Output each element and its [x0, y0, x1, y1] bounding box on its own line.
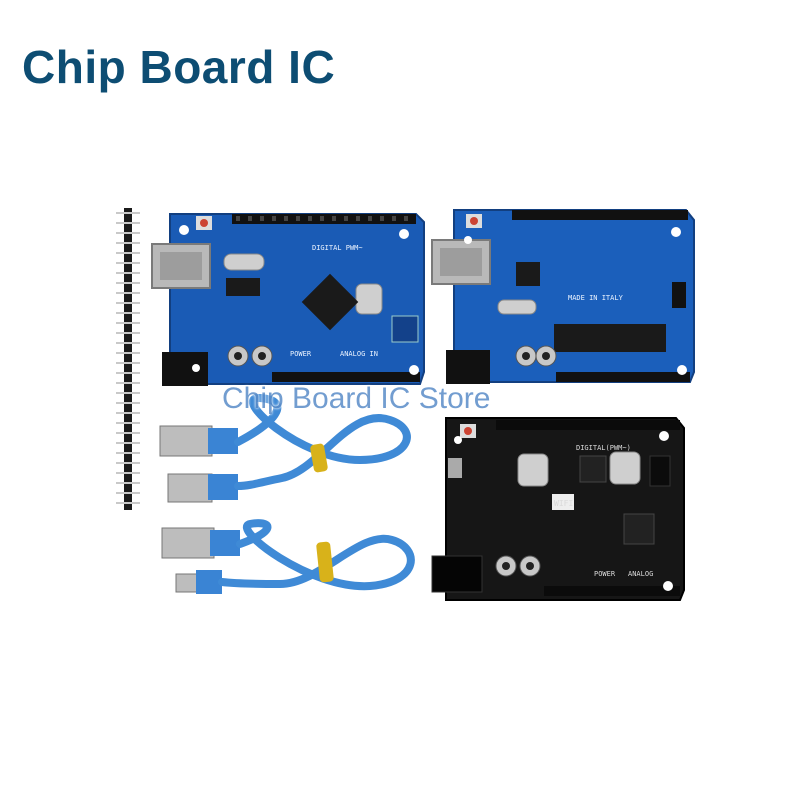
board-black-analog-label: ANALOG	[628, 570, 653, 578]
black-wifi-board: DIGITAL(PWM~) WIFI POWER ANALOG	[431, 417, 685, 601]
store-watermark: Chip Board IC Store	[222, 382, 491, 415]
board-black-power-label: POWER	[594, 570, 616, 578]
board-left-top-label: DIGITAL PWM~	[312, 244, 363, 252]
board-left-power-label: POWER	[290, 350, 312, 358]
usb-cable-1	[159, 394, 411, 503]
page-title: Chip Board IC	[22, 41, 336, 93]
blue-board-left: DIGITAL PWM~ POWER ANALOG IN	[151, 213, 425, 386]
board-black-top-label: DIGITAL(PWM~)	[576, 444, 631, 452]
blue-board-right: MADE IN ITALY	[431, 209, 695, 384]
usb-cable-2	[161, 519, 415, 594]
board-left-analog-label: ANALOG IN	[340, 350, 378, 358]
board-black-badge: WIFI	[554, 499, 573, 508]
board-right-label: MADE IN ITALY	[568, 294, 624, 302]
pin-header-strip	[116, 208, 140, 510]
